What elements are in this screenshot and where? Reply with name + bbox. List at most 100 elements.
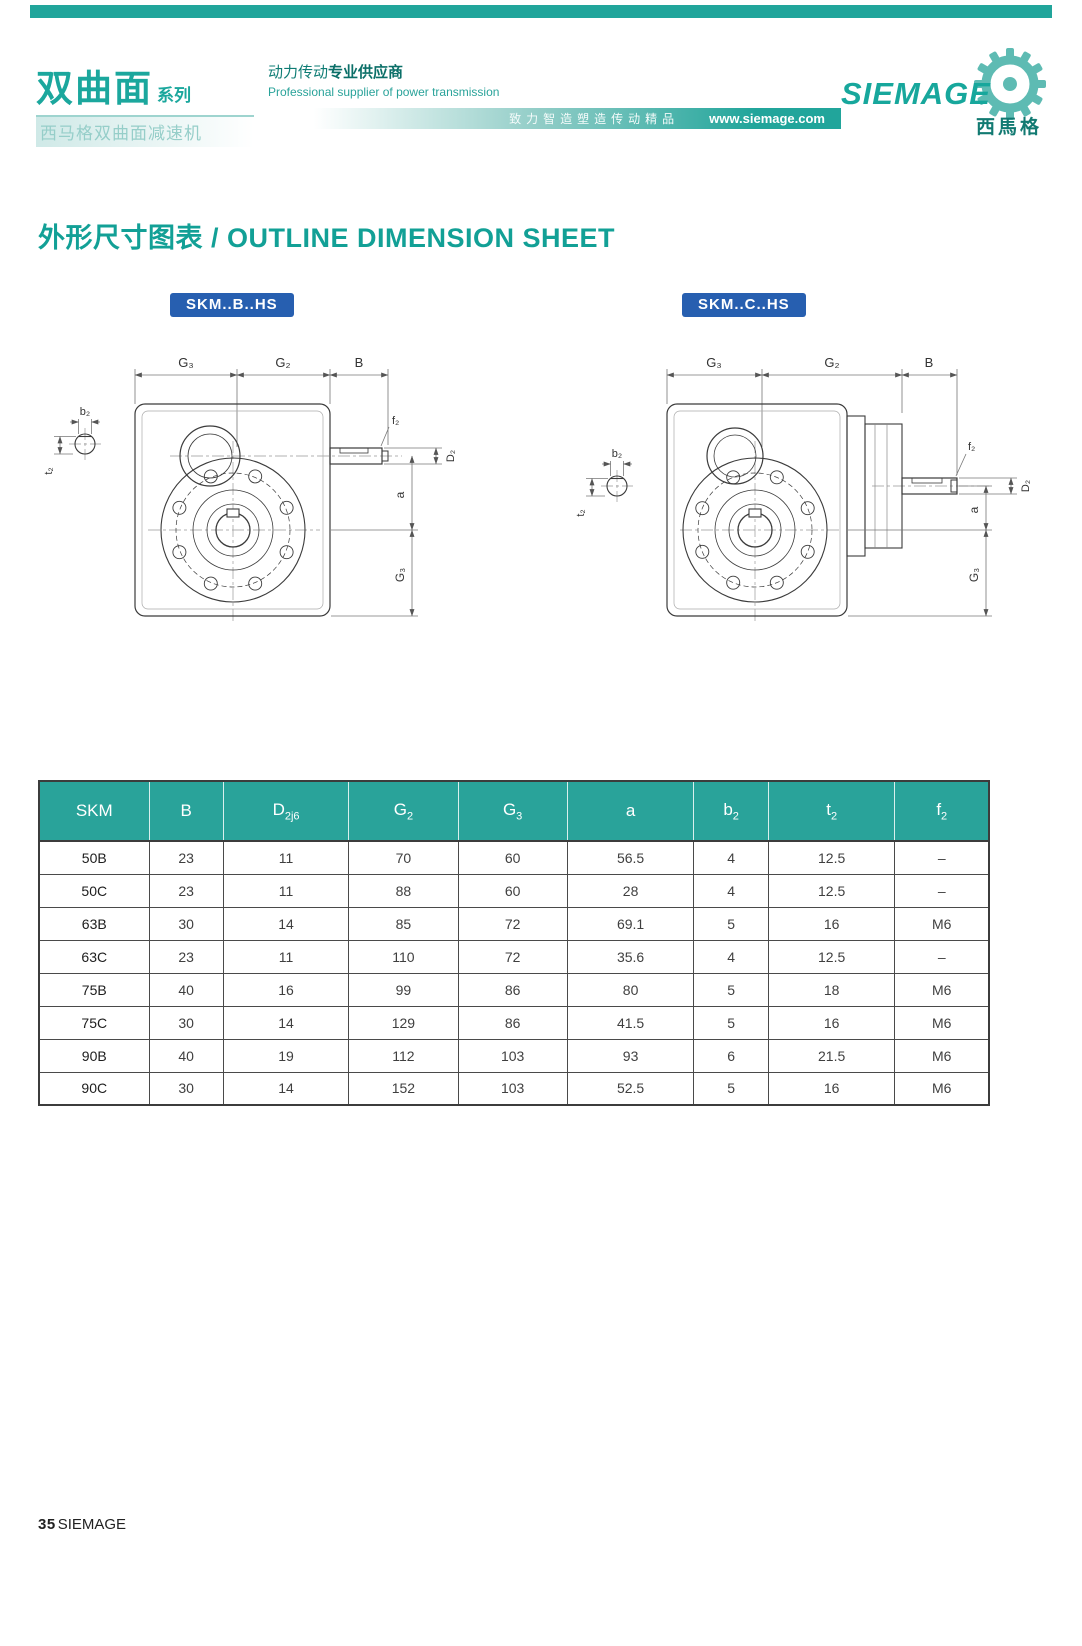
value-cell: 30 [148, 1005, 224, 1040]
value-cell: 152 [348, 1071, 459, 1106]
value-cell: 14 [222, 906, 350, 941]
f2-d2-dimension-lines [955, 453, 1017, 495]
section-title: 外形尺寸图表 / OUTLINE DIMENSION SHEET [38, 223, 616, 253]
value-cell: 4 [693, 873, 769, 908]
slogan-en: Professional supplier of power transmiss… [268, 85, 500, 99]
output-flange [682, 457, 828, 603]
value-cell: 40 [148, 1038, 224, 1073]
dim-label-b-top: B [355, 355, 364, 370]
model-cell: 63C [38, 939, 150, 974]
value-cell: 93 [566, 1038, 695, 1073]
a-g3-dimension-lines [848, 485, 992, 617]
value-cell: 72 [457, 906, 568, 941]
drawings-row: SKM..B..HS [40, 293, 1042, 629]
value-cell: 23 [148, 939, 224, 974]
slogan-cn-bold: 专业供应商 [328, 64, 404, 81]
website-link[interactable]: www.siemage.com [709, 111, 825, 126]
centerlines [601, 441, 992, 621]
table-header-cell: G2 [348, 781, 459, 842]
dim-label-g3-top: G₃ [178, 355, 193, 370]
value-cell: 86 [457, 972, 568, 1007]
value-cell: 23 [148, 873, 224, 908]
value-cell: 60 [457, 873, 568, 908]
page-number: 35 [38, 1516, 56, 1533]
slogan-block: 动力传动专业供应商 Professional supplier of power… [254, 58, 841, 147]
value-cell: 52.5 [566, 1071, 695, 1106]
dim-label-g2-top: G₂ [275, 355, 290, 370]
dim-label-d2: D₂ [445, 450, 457, 462]
dim-label-b-top: B [925, 355, 934, 370]
page-header: 双曲面系列 西马格双曲面减速机 动力传动专业供应商 Professional s… [36, 48, 1046, 147]
value-cell: 103 [457, 1038, 568, 1073]
series-line: 双曲面系列 [36, 58, 254, 112]
table-header-cell: B [149, 781, 224, 842]
model-cell: 50B [38, 840, 150, 875]
brand-logo: SIEMAGE 西馬格 [841, 48, 1046, 144]
value-cell: 14 [222, 1071, 350, 1106]
value-cell: 16 [767, 1071, 896, 1106]
value-cell: 85 [348, 906, 459, 941]
value-cell: 12.5 [767, 840, 896, 875]
table-header-cell: f2 [894, 781, 990, 842]
table-header-cell: a [567, 781, 695, 842]
centerlines [69, 428, 402, 621]
b2-t2-dimension-lines [586, 461, 632, 497]
value-cell: 16 [767, 1005, 896, 1040]
dimension-lines-top [134, 369, 389, 447]
model-cell: 50C [38, 873, 150, 908]
model-cell: 90B [38, 1038, 150, 1073]
table-header-cell: D2j6 [223, 781, 350, 842]
value-cell: 80 [566, 972, 695, 1007]
value-cell: 11 [222, 939, 350, 974]
slogan-cn: 动力传动专业供应商 [268, 61, 841, 82]
value-cell: 5 [693, 972, 769, 1007]
input-shaft-section [74, 433, 96, 455]
dim-label-g3-side: G₃ [393, 568, 407, 582]
value-cell: 12.5 [767, 939, 896, 974]
output-flange [160, 457, 306, 603]
table-header-cell: b2 [693, 781, 769, 842]
logo-text: SIEMAGE [841, 76, 991, 111]
drawing-skm-c: SKM..C..HS [572, 293, 1042, 629]
value-cell: 11 [222, 873, 350, 908]
dim-label-t2: t₂ [43, 467, 55, 474]
value-cell: M6 [894, 906, 990, 941]
value-cell: 88 [348, 873, 459, 908]
value-cell: 19 [222, 1038, 350, 1073]
dim-label-g2-top: G₂ [824, 355, 839, 370]
value-cell: 5 [693, 1005, 769, 1040]
value-cell: 35.6 [566, 939, 695, 974]
dim-label-a: a [393, 491, 407, 498]
tagline-strip: 致力智造塑造传动精品 www.siemage.com [268, 108, 841, 129]
skm-b-hs-drawing: G₃ G₂ B [43, 355, 457, 621]
value-cell: 110 [348, 939, 459, 974]
value-cell: 40 [148, 972, 224, 1007]
value-cell: 11 [222, 840, 350, 875]
gearbox-body [134, 403, 331, 617]
f2-d2-dimension-lines [380, 426, 442, 465]
value-cell: 41.5 [566, 1005, 695, 1040]
value-cell: 30 [148, 906, 224, 941]
value-cell: 18 [767, 972, 896, 1007]
value-cell: 86 [457, 1005, 568, 1040]
value-cell: 99 [348, 972, 459, 1007]
value-cell: M6 [894, 972, 990, 1007]
series-title: 双曲面 [36, 68, 153, 109]
value-cell: 5 [693, 906, 769, 941]
value-cell: 60 [457, 840, 568, 875]
top-accent-bar [30, 5, 1052, 18]
dim-label-f2: f₂ [968, 441, 975, 453]
value-cell: 4 [693, 939, 769, 974]
dim-label-t2: t₂ [575, 509, 587, 516]
gear-icon [974, 48, 1046, 120]
series-suffix: 系列 [157, 86, 191, 105]
value-cell: M6 [894, 1005, 990, 1040]
value-cell: 6 [693, 1038, 769, 1073]
value-cell: 12.5 [767, 873, 896, 908]
